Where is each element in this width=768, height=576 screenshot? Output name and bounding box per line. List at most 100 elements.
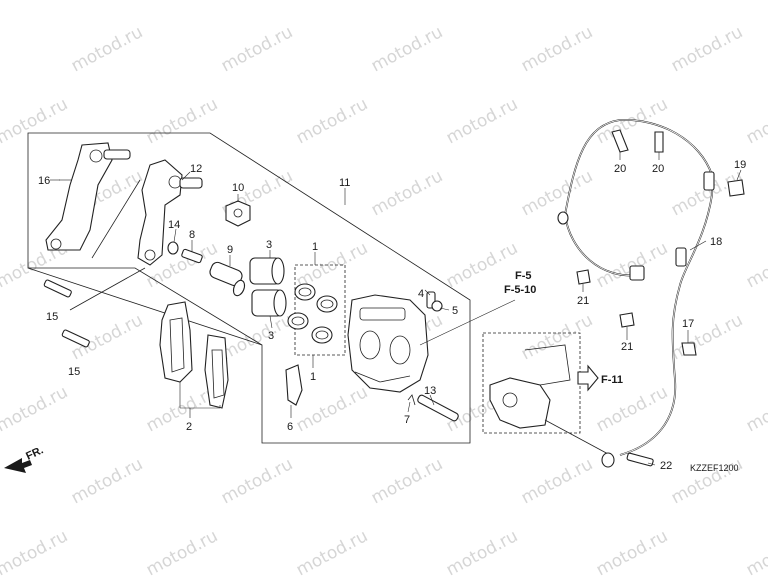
- watermark-text: motod.ru: [593, 382, 671, 436]
- watermark-text: motod.ru: [593, 0, 671, 4]
- callout-20a: 20: [614, 163, 626, 175]
- watermark-text: motod.ru: [743, 382, 768, 436]
- part-17-grommet: [681, 342, 697, 356]
- part-7-clip: [407, 394, 416, 406]
- watermark-text: motod.ru: [668, 22, 746, 76]
- watermark-text: motod.ru: [593, 238, 671, 292]
- watermark-text: motod.ru: [143, 94, 221, 148]
- watermark-text: motod.ru: [368, 454, 446, 508]
- part-21-clamps: [576, 269, 635, 328]
- part-16-bracket: [45, 142, 131, 251]
- callout-15a: 15: [46, 311, 58, 323]
- arrow-icon: [577, 364, 599, 392]
- part-6-pad-spring: [285, 364, 303, 406]
- watermark-text: motod.ru: [0, 0, 71, 4]
- watermark-text: motod.ru: [68, 22, 146, 76]
- caliper-assembly-outline: [27, 132, 471, 444]
- direction-label: FR.: [24, 444, 45, 462]
- watermark-text: motod.ru: [743, 0, 768, 4]
- part-10-nut: [225, 200, 251, 227]
- watermark-text: motod.ru: [743, 526, 768, 576]
- watermark-text: motod.ru: [743, 94, 768, 148]
- part-15-bolts: [43, 279, 90, 348]
- callout-16: 16: [38, 175, 50, 187]
- ref-f5: F-5: [515, 270, 532, 282]
- watermark-text: motod.ru: [143, 526, 221, 576]
- part-13-pad-pin: [417, 394, 459, 422]
- ref-f11: F-11: [601, 374, 623, 386]
- part-9-pin: [209, 261, 246, 297]
- callout-labels: 16 12 10 11 14 8 9 3 1 3 1 4 5 15 15 2 6…: [38, 159, 746, 472]
- watermark-text: motod.ru: [143, 0, 221, 4]
- bracket-group-line: [27, 267, 263, 346]
- callout-2: 2: [186, 421, 192, 433]
- watermark-text: motod.ru: [218, 454, 296, 508]
- part-14-washer: [167, 241, 179, 255]
- callout-21b: 21: [621, 341, 633, 353]
- part-18-sensor-wire: [557, 119, 715, 456]
- callout-14: 14: [168, 219, 180, 231]
- callout-18: 18: [710, 236, 722, 248]
- watermark-text: motod.ru: [518, 310, 596, 364]
- callout-1a: 1: [312, 241, 318, 253]
- callout-13: 13: [424, 385, 436, 397]
- part-22-bolt: [601, 452, 654, 468]
- watermark-text: motod.ru: [218, 22, 296, 76]
- part-19-clamp: [727, 179, 745, 197]
- callout-5: 5: [452, 305, 458, 317]
- callout-7: 7: [404, 414, 410, 426]
- watermark-text: motod.ru: [0, 94, 71, 148]
- callout-10: 10: [232, 182, 244, 194]
- part-8-bolt: [181, 248, 203, 264]
- callout-11: 11: [339, 177, 350, 189]
- watermark-text: motod.ru: [518, 166, 596, 220]
- part-3-pistons: [249, 257, 287, 317]
- watermark-text: motod.ru: [293, 94, 371, 148]
- callout-8: 8: [189, 229, 195, 241]
- watermark-text: motod.ru: [518, 454, 596, 508]
- callout-6: 6: [287, 421, 293, 433]
- watermark-text: motod.ru: [443, 526, 521, 576]
- callout-17: 17: [682, 318, 694, 330]
- watermark-text: motod.ru: [368, 166, 446, 220]
- callout-15b: 15: [68, 366, 80, 378]
- watermark-text: motod.ru: [68, 454, 146, 508]
- bracket-leader-line: [69, 267, 146, 311]
- callout-1b: 1: [310, 371, 316, 383]
- callout-22: 22: [660, 460, 672, 472]
- part-12-caliper-bracket: [137, 159, 203, 266]
- watermark-text: motod.ru: [668, 310, 746, 364]
- part-1-seals: [287, 264, 346, 356]
- watermark-text: motod.ru: [0, 526, 71, 576]
- part-5-cap: [431, 300, 443, 312]
- callout-3a: 3: [266, 239, 272, 251]
- watermark-text: motod.ru: [593, 526, 671, 576]
- watermark-text: motod.ru: [218, 310, 296, 364]
- watermark-text: motod.ru: [743, 238, 768, 292]
- part-11-caliper-body: [347, 294, 429, 393]
- watermark-text: motod.ru: [293, 0, 371, 4]
- reference-caliper-drawing: [489, 344, 611, 456]
- watermark-text: motod.ru: [0, 382, 71, 436]
- ref-f5-10: F-5-10: [504, 284, 536, 296]
- leader-lines: [59, 152, 742, 466]
- watermark-text: motod.ru: [293, 526, 371, 576]
- diagram-code: KZZEF1200: [690, 463, 739, 473]
- direction-arrow-icon: [4, 458, 32, 473]
- callout-12: 12: [190, 163, 202, 175]
- callout-20b: 20: [652, 163, 664, 175]
- callout-21a: 21: [577, 295, 589, 307]
- callout-3b: 3: [268, 330, 274, 342]
- watermark-text: motod.ru: [443, 0, 521, 4]
- watermark-text: motod.ru: [293, 382, 371, 436]
- reference-labels: F-5 F-5-10 F-11: [504, 270, 623, 386]
- watermark-text: motod.ru: [518, 22, 596, 76]
- watermark-text: motod.ru: [368, 22, 446, 76]
- callout-4: 4: [418, 288, 424, 300]
- callout-19: 19: [734, 159, 746, 171]
- callout-9: 9: [227, 244, 233, 256]
- part-20-clips: [611, 129, 664, 153]
- watermark-text: motod.ru: [443, 94, 521, 148]
